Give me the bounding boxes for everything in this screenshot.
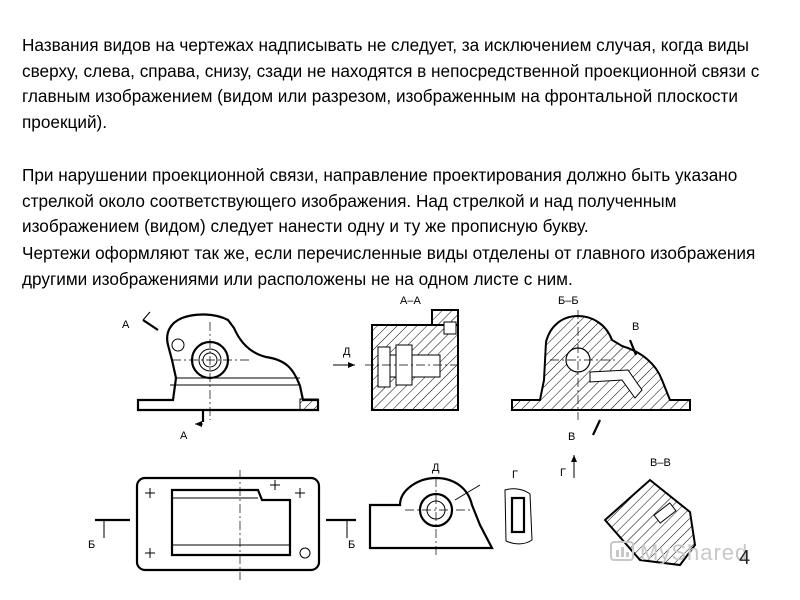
label-d-arrow: Д <box>343 346 351 358</box>
label-d-view: Д <box>432 462 440 474</box>
section-a-a-drawing: А–А Д <box>333 295 462 411</box>
paragraph-3: Чертежи оформляют так же, если перечисле… <box>22 243 756 289</box>
label-b-b: Б–Б <box>558 295 579 307</box>
label-b-left: Б <box>88 539 95 551</box>
label-a-bottom: А <box>180 430 188 442</box>
label-v-top: В <box>632 321 639 333</box>
label-b-right: Б <box>348 539 355 551</box>
paragraph-2: При нарушении проекционной связи, направ… <box>22 165 738 236</box>
page-number: 4 <box>739 547 751 569</box>
view-g-drawing: Г Г <box>504 455 577 545</box>
label-g-view: Г <box>512 469 518 481</box>
top-view-drawing: Б Б <box>88 470 356 580</box>
label-v-bottom: В <box>568 431 575 443</box>
section-v-v-drawing: В–В <box>603 457 697 567</box>
watermark-text: MyShared <box>640 540 749 565</box>
watermark-logo-icon <box>610 541 634 561</box>
section-b-b-drawing: Б–Б В В <box>511 295 691 443</box>
main-view-drawing: А А <box>122 311 320 442</box>
label-g-arrow: Г <box>560 467 566 479</box>
label-a-top: А <box>122 319 130 331</box>
label-v-v: В–В <box>650 457 671 469</box>
view-d-drawing: Д <box>368 462 494 555</box>
paragraph-1: Названия видов на чертежах надписывать н… <box>22 35 760 132</box>
label-a-a: А–А <box>400 295 421 307</box>
